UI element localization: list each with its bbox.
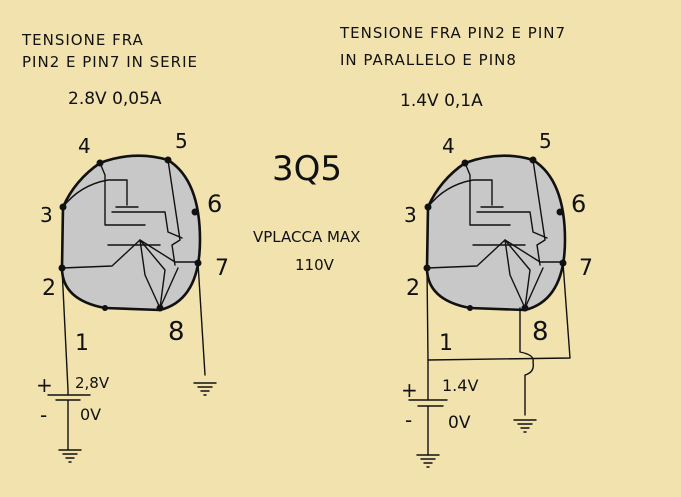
pin-label-5: 5 [539,129,552,153]
vplacca-value: 110V [295,256,335,274]
pin-label-1: 1 [75,331,89,356]
pin-label-8: 8 [532,317,549,347]
pin-label-7: 7 [579,256,593,281]
left-title-line1: TENSIONE FRA [21,31,144,49]
right-title-line1: TENSIONE FRA PIN2 E PIN7 [339,24,566,42]
left-title-line2: PIN2 E PIN7 IN SERIE [22,53,198,71]
pin-label-3: 3 [404,203,417,227]
right-values: 1.4V 0,1A [400,91,483,111]
pin-label-7: 7 [215,256,229,281]
left-values: 2.8V 0,05A [68,89,162,109]
right-plus-sign: + [401,378,418,402]
right-supply-voltage: 1.4V [442,376,478,395]
left-ground-voltage: 0V [80,405,101,424]
right-ground-voltage: 0V [448,413,471,433]
pin-label-6: 6 [571,190,586,218]
left-pin-dots [58,156,202,312]
pin-label-4: 4 [78,134,91,158]
right-tube-diagram [408,154,571,468]
left-tube-diagram [47,154,217,463]
left-supply-voltage: 2,8V [75,374,110,392]
left-plus-sign: + [36,373,53,397]
pin-label-1: 1 [439,331,453,356]
pin-label-3: 3 [40,203,53,227]
left-pin-labels: 4 5 3 6 7 2 8 1 [40,129,229,356]
tube-name: 3Q5 [272,149,342,189]
pin-label-2: 2 [42,276,56,301]
right-pin-labels: 4 5 3 6 7 2 8 1 [404,129,593,356]
pin-label-4: 4 [442,134,455,158]
pin-label-2: 2 [406,276,420,301]
left-minus-sign: - [40,403,47,427]
right-title-line2: IN PARALLELO E PIN8 [340,51,517,69]
right-minus-sign: - [405,408,412,432]
pin-label-5: 5 [175,129,188,153]
vplacca-label: VPLACCA MAX [253,228,360,246]
pin-label-8: 8 [168,317,185,347]
pin-label-6: 6 [207,190,222,218]
